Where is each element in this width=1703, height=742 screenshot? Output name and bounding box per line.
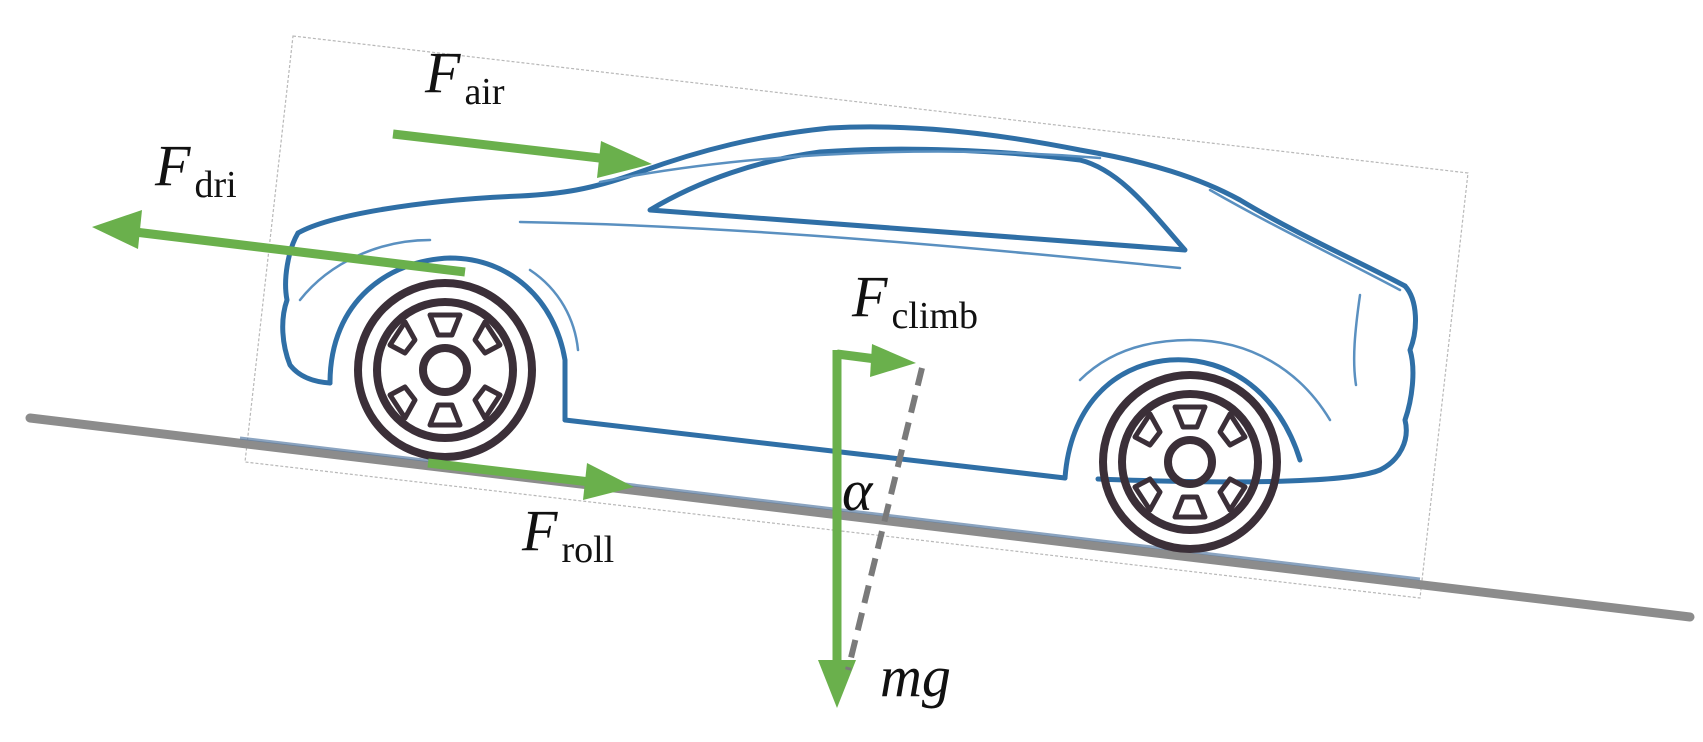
front-wheel <box>1099 371 1281 553</box>
rear-wheel <box>354 279 536 461</box>
rolling-force-arrow <box>427 458 634 500</box>
car-body <box>280 124 1418 485</box>
climbing-force-arrow <box>836 344 916 377</box>
gravity-label: mg <box>880 644 951 709</box>
driving-force-arrow <box>92 210 466 277</box>
normal-component-dashed <box>845 367 925 671</box>
image-frame <box>244 35 1469 599</box>
slope-angle-label: α <box>842 458 874 523</box>
road-slope <box>25 413 1695 622</box>
air-force-arrow <box>392 129 652 178</box>
gravity-force-arrow <box>818 350 856 708</box>
